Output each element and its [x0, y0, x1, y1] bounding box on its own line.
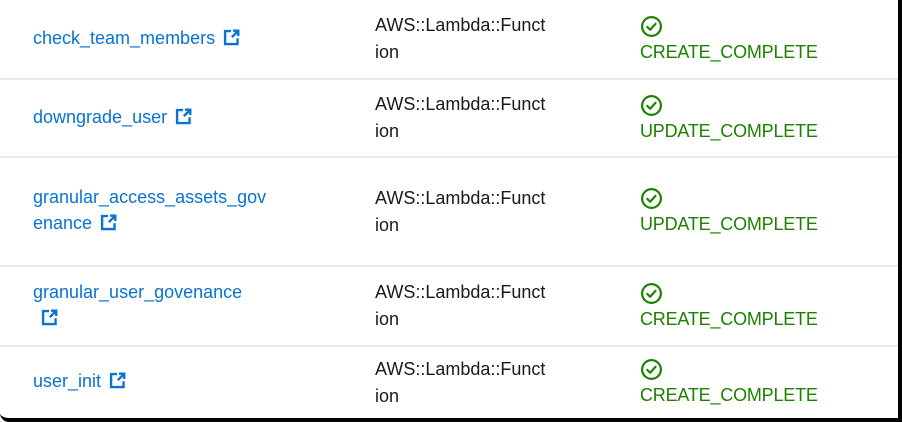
resource-name-cell: check_team_members [0, 25, 372, 54]
external-link-icon [174, 107, 193, 133]
status-label: CREATE_COMPLETE [640, 385, 818, 405]
status-indicator: CREATE_COMPLETE [640, 15, 898, 64]
external-link-icon [99, 213, 118, 239]
success-check-icon [640, 187, 663, 210]
success-check-icon [640, 15, 663, 38]
success-check-icon [640, 94, 663, 117]
external-link-icon [222, 28, 241, 54]
success-check-icon [640, 282, 663, 305]
status-indicator: CREATE_COMPLETE [640, 358, 898, 407]
status-indicator: CREATE_COMPLETE [640, 282, 898, 331]
resource-type: AWS::Lambda::Funct ion [375, 15, 546, 62]
resource-link-label: user_init [33, 371, 102, 391]
status-label: CREATE_COMPLETE [640, 41, 818, 62]
resource-status-cell: CREATE_COMPLETE [622, 15, 898, 64]
status-indicator: UPDATE_COMPLETE [640, 187, 898, 236]
resource-link-label: check_team_members [33, 27, 216, 48]
resource-link-label: granular_access_assets_gov enance [33, 187, 267, 233]
resource-link[interactable]: granular_user_govenance [33, 282, 242, 328]
success-check-icon [640, 358, 663, 381]
resource-status-cell: UPDATE_COMPLETE [622, 187, 898, 236]
table-row: downgrade_user AWS::Lambda::Funct ion UP… [0, 78, 898, 156]
resource-name-cell: user_init [0, 368, 372, 397]
resource-name-cell: downgrade_user [0, 104, 372, 133]
resource-link[interactable]: downgrade_user [33, 107, 193, 127]
resource-link[interactable]: check_team_members [33, 28, 241, 48]
resource-type: AWS::Lambda::Funct ion [375, 94, 546, 141]
external-link-icon [40, 308, 59, 334]
resource-link[interactable]: granular_access_assets_gov enance [33, 187, 266, 233]
status-indicator: UPDATE_COMPLETE [640, 94, 898, 143]
resource-status-cell: CREATE_COMPLETE [622, 358, 898, 407]
table-row: user_init AWS::Lambda::Funct ion CREATE_… [0, 345, 898, 418]
external-link-icon [108, 371, 127, 397]
resource-type: AWS::Lambda::Funct ion [375, 358, 546, 406]
table-row: granular_user_govenance AWS::Lambda::Fun… [0, 265, 898, 345]
resource-status-cell: CREATE_COMPLETE [622, 282, 898, 331]
status-label: CREATE_COMPLETE [640, 308, 818, 329]
resource-name-cell: granular_user_govenance [0, 279, 372, 334]
resource-link-label: downgrade_user [33, 106, 168, 127]
table-row: granular_access_assets_gov enance AWS::L… [0, 156, 898, 265]
status-label: UPDATE_COMPLETE [640, 214, 818, 234]
resource-name-cell: granular_access_assets_gov enance [0, 184, 372, 239]
table-row: check_team_members AWS::Lambda::Funct io… [0, 0, 898, 78]
resource-type: AWS::Lambda::Funct ion [375, 282, 546, 329]
resource-link[interactable]: user_init [33, 371, 127, 391]
status-label: UPDATE_COMPLETE [640, 120, 818, 141]
resource-link-label: granular_user_govenance [33, 281, 243, 302]
resource-type: AWS::Lambda::Funct ion [375, 187, 546, 235]
resource-status-cell: UPDATE_COMPLETE [622, 94, 898, 143]
